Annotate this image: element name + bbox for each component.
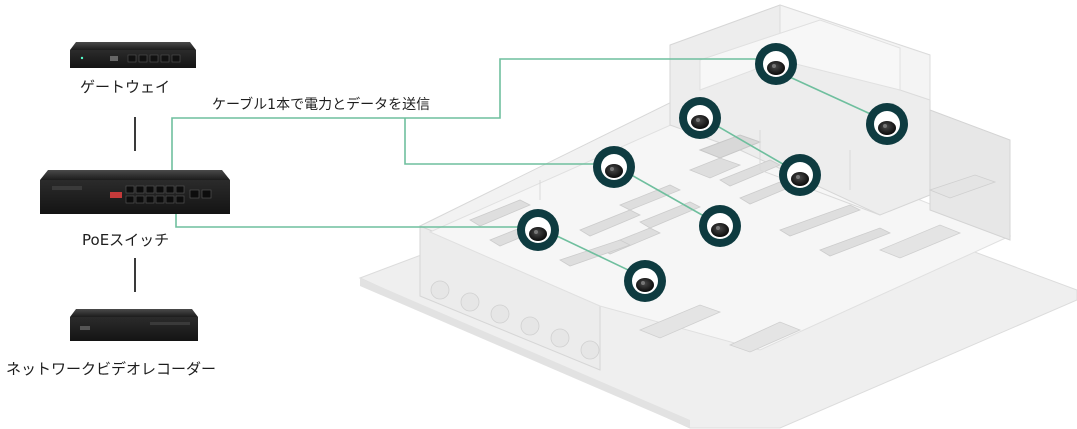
camera-icon-8 [624,260,666,302]
camera-icon-6 [699,205,741,247]
poe-switch-label: PoEスイッチ [82,231,170,249]
camera-icon-4 [779,154,821,196]
divider-gateway-switch [134,117,136,151]
connection-label: ケーブル1本で電力とデータを送信 [212,97,431,113]
camera-icon-1 [755,43,797,85]
nvr-label: ネットワークビデオレコーダー [6,360,217,378]
gateway-label: ゲートウェイ [80,78,171,96]
divider-switch-nvr [134,258,136,292]
camera-icon-2 [866,103,908,145]
nvr-device-icon [70,309,198,341]
camera-icon-5 [593,146,635,188]
gateway-device-icon [70,42,196,68]
camera-icon-7 [517,209,559,251]
camera-icon-3 [679,97,721,139]
poe-switch-device-icon [40,170,230,214]
